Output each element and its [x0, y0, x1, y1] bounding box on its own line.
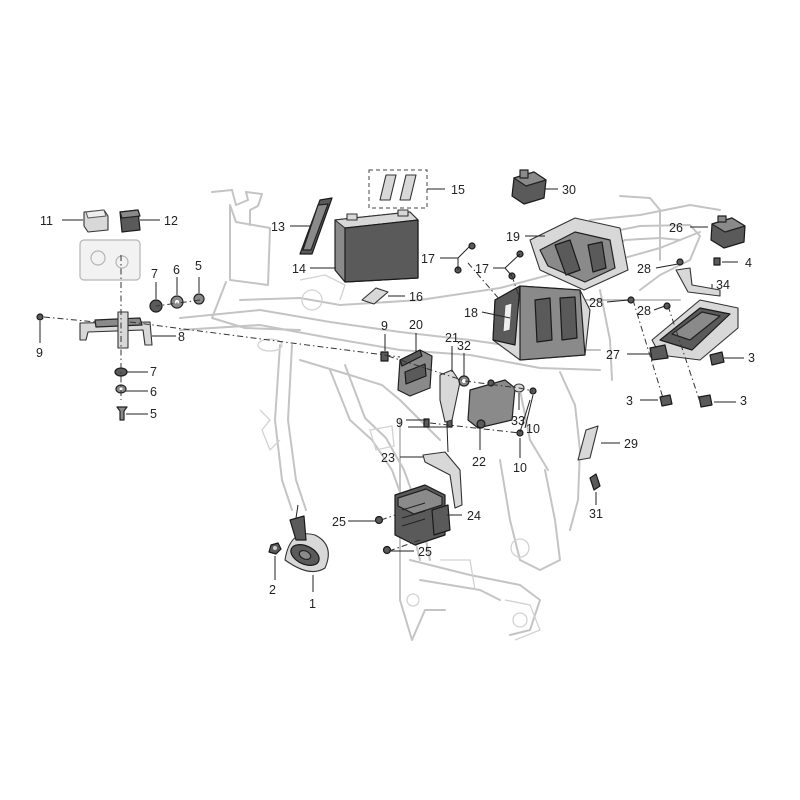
callout-1: 1 [309, 597, 316, 611]
battery-pad [361, 287, 389, 305]
callout-33: 33 [511, 414, 525, 428]
callout-5b: 5 [150, 407, 157, 421]
relay-12 [119, 209, 141, 233]
callout-34: 34 [716, 278, 730, 292]
battery-box-cover [529, 217, 629, 291]
motorcycle-frame [179, 189, 721, 641]
callout-28a: 28 [637, 262, 651, 276]
screw-9-mid [380, 351, 389, 362]
ecu-bracket-plate [467, 379, 516, 429]
screw-9-left [36, 313, 44, 321]
callout-9a: 9 [36, 346, 43, 360]
bolt-25-lower [382, 545, 392, 555]
fuse-box-bracket [675, 267, 721, 297]
callout-5a: 5 [195, 259, 202, 273]
connector-20 [397, 349, 433, 397]
callout-23: 23 [381, 451, 395, 465]
callout-12: 12 [164, 214, 178, 228]
horn [284, 504, 329, 573]
abs-bracket [79, 311, 153, 349]
screw-4 [713, 257, 721, 266]
clip-3c [698, 394, 713, 408]
voltage-regulator [394, 484, 451, 546]
relay-11 [83, 209, 109, 233]
horn-nut [268, 542, 282, 555]
callout-labels: 1 2 3 3 3 4 5 5 6 6 7 7 8 9 9 9 10 10 11… [36, 183, 755, 611]
callout-20: 20 [409, 318, 423, 332]
callout-10b: 10 [513, 461, 527, 475]
leader-lines [39, 188, 744, 592]
bolt-5-lower [116, 406, 128, 421]
callout-16: 16 [409, 290, 423, 304]
callout-18: 18 [464, 306, 478, 320]
callout-3c: 3 [740, 394, 747, 408]
callout-10a: 10 [526, 422, 540, 436]
clip-31 [589, 473, 601, 491]
callout-2: 2 [269, 583, 276, 597]
abs-unit [79, 239, 141, 281]
callout-4: 4 [745, 256, 752, 270]
callout-25a: 25 [332, 515, 346, 529]
fuse-box [649, 299, 739, 361]
callout-26: 26 [669, 221, 683, 235]
callout-29: 29 [624, 437, 638, 451]
callout-17a: 17 [421, 252, 435, 266]
callout-11: 11 [40, 214, 53, 228]
callout-22: 22 [472, 455, 486, 469]
callout-28b: 28 [589, 296, 603, 310]
callout-25b: 25 [418, 545, 432, 559]
callout-27: 27 [606, 348, 620, 362]
clip-3b [659, 394, 673, 407]
screw-28-upper [676, 258, 684, 266]
callout-3b: 3 [626, 394, 633, 408]
callout-9b: 9 [381, 319, 388, 333]
callout-31: 31 [589, 507, 603, 521]
callout-17b: 17 [475, 262, 489, 276]
bolt-25-upper [374, 515, 384, 525]
callout-13: 13 [271, 220, 285, 234]
relay-30 [511, 169, 547, 205]
battery-box [492, 285, 591, 361]
callout-8: 8 [178, 330, 185, 344]
washer-6-upper [170, 295, 184, 309]
callout-6a: 6 [173, 263, 180, 277]
battery [334, 209, 419, 283]
relay-26 [710, 215, 746, 249]
callout-7b: 7 [150, 365, 157, 379]
washer-6-lower [115, 384, 127, 394]
callout-6b: 6 [150, 385, 157, 399]
callout-30: 30 [562, 183, 576, 197]
clip-3a [709, 351, 725, 366]
callout-9c: 9 [396, 416, 403, 430]
battery-strap [299, 197, 333, 255]
battery-terminal-covers [368, 169, 428, 209]
callout-19: 19 [506, 230, 520, 244]
callout-28c: 28 [637, 304, 651, 318]
callout-14: 14 [292, 262, 306, 276]
foam-strip [577, 425, 599, 461]
callout-21: 21 [445, 331, 459, 345]
callout-24: 24 [467, 509, 481, 523]
callout-7a: 7 [151, 267, 158, 281]
callout-32: 32 [457, 339, 471, 353]
callout-3a: 3 [748, 351, 755, 365]
bolt-5-upper [193, 293, 205, 305]
callout-15: 15 [451, 183, 465, 197]
